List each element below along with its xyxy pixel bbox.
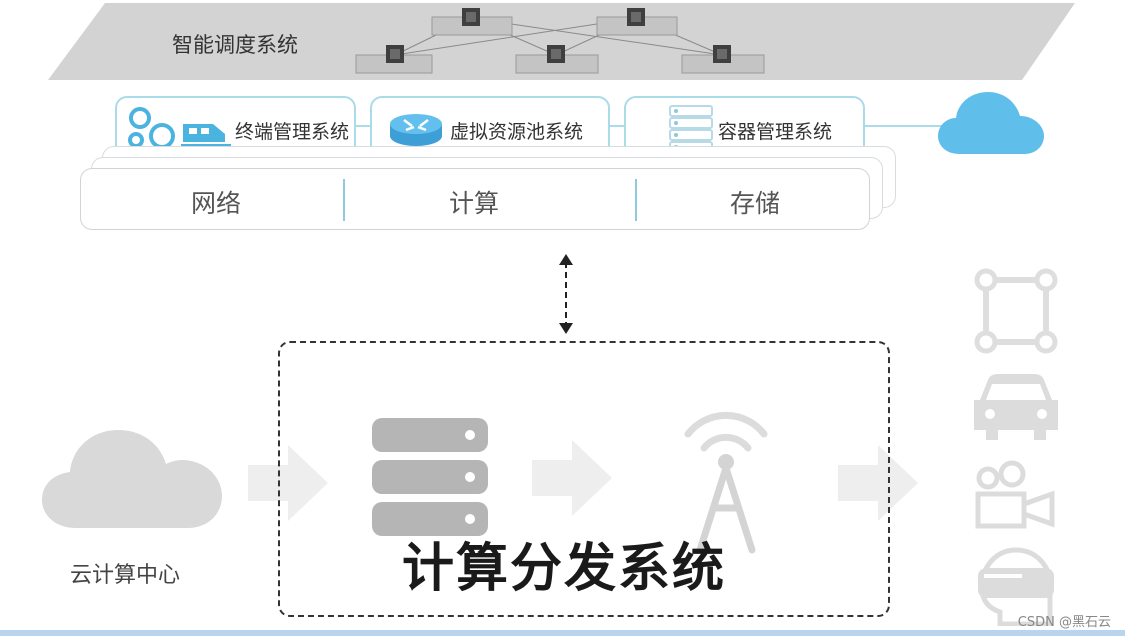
divider bbox=[343, 179, 345, 221]
server-stack-icon bbox=[372, 418, 488, 536]
layer-network: 网络 bbox=[191, 189, 242, 218]
video-camera-icon bbox=[975, 460, 1055, 529]
flow-arrow-icon bbox=[532, 440, 612, 516]
cloud-center-icon bbox=[42, 430, 222, 528]
car-icon bbox=[974, 374, 1058, 440]
watermark: CSDN @黑石云 bbox=[1017, 615, 1111, 630]
distribution-system-title: 计算分发系统 bbox=[402, 539, 727, 599]
cloud-icon bbox=[938, 92, 1044, 154]
subsystem-label: 容器管理系统 bbox=[718, 121, 833, 143]
signal-tower-icon bbox=[684, 411, 768, 554]
camera-frame-icon bbox=[974, 268, 1058, 354]
layer-compute: 计算 bbox=[449, 189, 500, 218]
vr-headset-icon bbox=[978, 547, 1054, 626]
subsystem-label: 虚拟资源池系统 bbox=[450, 121, 584, 143]
scheduling-platform bbox=[48, 3, 1075, 80]
gears-train-icon bbox=[128, 107, 231, 150]
chip-icon bbox=[386, 8, 731, 63]
bottom-bar bbox=[0, 630, 1125, 636]
layer-storage: 存储 bbox=[730, 189, 781, 218]
cloud-center-label: 云计算中心 bbox=[70, 563, 181, 588]
flow-arrow-icon bbox=[248, 445, 328, 521]
scheduler-label: 智能调度系统 bbox=[172, 33, 298, 57]
router-icon bbox=[390, 114, 442, 146]
distribution-system-box bbox=[278, 341, 890, 617]
flow-arrow-icon bbox=[838, 445, 918, 521]
bidirectional-arrow bbox=[559, 254, 573, 334]
subsystem-label: 终端管理系统 bbox=[235, 121, 350, 143]
infrastructure-layer: 网络 计算 存储 bbox=[80, 168, 870, 230]
divider bbox=[635, 179, 637, 221]
